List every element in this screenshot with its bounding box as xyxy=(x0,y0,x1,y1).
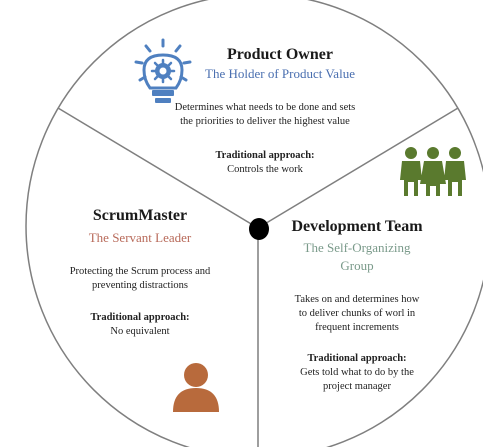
divider-right xyxy=(257,107,459,229)
development-team-desc-line3: frequent increments xyxy=(315,322,399,333)
development-team-desc-line1: Takes on and determines how xyxy=(294,294,420,305)
development-team-approach-line1: Gets told what to do by the xyxy=(300,367,414,378)
center-hub xyxy=(249,218,269,240)
team-icon xyxy=(400,147,466,196)
scrum-master-approach-text: No equivalent xyxy=(110,326,170,337)
lightbulb-gear-icon xyxy=(134,38,192,103)
product-owner-desc-line2: the priorities to deliver the highest va… xyxy=(180,116,350,127)
development-team-approach-label: Traditional approach: xyxy=(307,353,407,364)
divider-left xyxy=(57,107,259,229)
product-owner-title: Product Owner xyxy=(227,46,333,63)
product-owner-subtitle: The Holder of Product Value xyxy=(205,66,355,81)
development-team-desc-line2: to deliver chunks of worl in xyxy=(298,308,416,319)
scrum-master-desc-line1: Protecting the Scrum process and xyxy=(69,266,211,277)
product-owner-desc-line1: Determines what needs to be done and set… xyxy=(174,102,356,113)
scrum-master-desc-line2: preventing distractions xyxy=(92,280,188,291)
scrum-master-subtitle: The Servant Leader xyxy=(88,230,192,245)
scrum-master-approach-label: Traditional approach: xyxy=(90,312,190,323)
scrum-master-title: ScrumMaster xyxy=(92,207,188,224)
product-owner-approach-label: Traditional approach: xyxy=(215,150,315,161)
person-icon xyxy=(173,363,219,412)
product-owner-approach-text: Controls the work xyxy=(227,164,303,175)
development-team-title: Development Team xyxy=(291,218,423,235)
development-team-subtitle-line1: The Self-Organizing xyxy=(303,240,411,255)
development-team-approach-line2: project manager xyxy=(323,381,391,392)
development-team-subtitle-line2: Group xyxy=(340,258,374,273)
